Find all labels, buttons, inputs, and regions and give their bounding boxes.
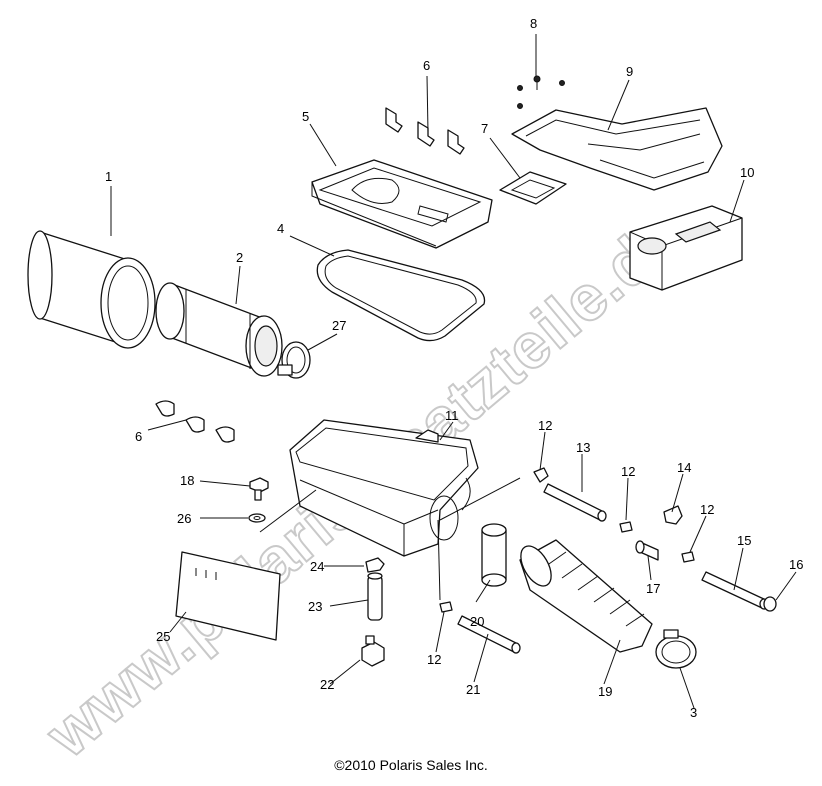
callout-26: 26 — [177, 511, 191, 526]
callout-12-b: 12 — [621, 464, 635, 479]
callout-24: 24 — [310, 559, 324, 574]
part-16-clamp — [763, 596, 777, 612]
callout-6-top: 6 — [423, 58, 430, 73]
copyright-notice: ©2010 Polaris Sales Inc. — [334, 757, 488, 773]
callout-22: 22 — [320, 677, 334, 692]
callout-19: 19 — [598, 684, 612, 699]
callout-25: 25 — [156, 629, 170, 644]
part-18-bolt — [249, 477, 269, 501]
callout-4: 4 — [277, 221, 284, 236]
callout-12-a: 12 — [538, 418, 552, 433]
part-22-drain-valve — [361, 635, 385, 667]
callout-16: 16 — [789, 557, 803, 572]
part-19-intake-boot — [519, 539, 653, 653]
part-10-foam-block — [629, 205, 743, 291]
callout-11: 11 — [445, 408, 459, 423]
part-24-clip — [365, 557, 385, 573]
part-4-gasket — [316, 249, 486, 342]
part-26-washer — [248, 513, 266, 523]
callout-6-left: 6 — [135, 429, 142, 444]
callout-27: 27 — [332, 318, 346, 333]
callout-8: 8 — [530, 16, 537, 31]
part-17-fitting — [635, 540, 659, 561]
callout-12-c: 12 — [700, 502, 714, 517]
callout-15: 15 — [737, 533, 751, 548]
part-2-filter-element — [155, 282, 283, 377]
callout-labels: 1 2 3 4 5 6 6 7 8 9 10 11 12 12 12 12 12… — [105, 16, 803, 720]
part-20-coupler — [481, 523, 507, 587]
callout-3: 3 — [690, 705, 697, 720]
callout-7: 7 — [481, 121, 488, 136]
part-14-clip — [663, 505, 683, 525]
callout-18: 18 — [180, 473, 194, 488]
part-9-intake-duct — [511, 107, 723, 191]
part-13-tube — [543, 483, 607, 522]
part-23-drain-tube — [367, 572, 383, 621]
callout-14: 14 — [677, 460, 691, 475]
part-25-label — [175, 551, 281, 641]
callout-5: 5 — [302, 109, 309, 124]
leader-lines — [110, 34, 797, 709]
part-12-caps — [439, 467, 695, 613]
callout-21: 21 — [466, 682, 480, 697]
part-21-tube — [457, 615, 521, 654]
callout-1: 1 — [105, 169, 112, 184]
part-27-clamp — [277, 341, 311, 379]
callout-13: 13 — [576, 440, 590, 455]
callout-9: 9 — [626, 64, 633, 79]
part-15-tube — [701, 571, 769, 610]
callout-10: 10 — [740, 165, 754, 180]
callout-12-d: 12 — [427, 652, 441, 667]
part-5-airbox-lid — [311, 159, 493, 249]
part-6-fittings-top — [385, 107, 465, 155]
callout-2: 2 — [236, 250, 243, 265]
part-11-airbox-body — [289, 419, 479, 557]
part-1-precleaner — [27, 230, 156, 349]
part-6-fittings-left — [155, 400, 235, 443]
callout-17: 17 — [646, 581, 660, 596]
part-7-cover-plate — [499, 171, 567, 205]
part-3-clamp — [655, 629, 697, 669]
part-8-screws — [517, 75, 565, 109]
callout-20: 20 — [470, 614, 484, 629]
callout-23: 23 — [308, 599, 322, 614]
